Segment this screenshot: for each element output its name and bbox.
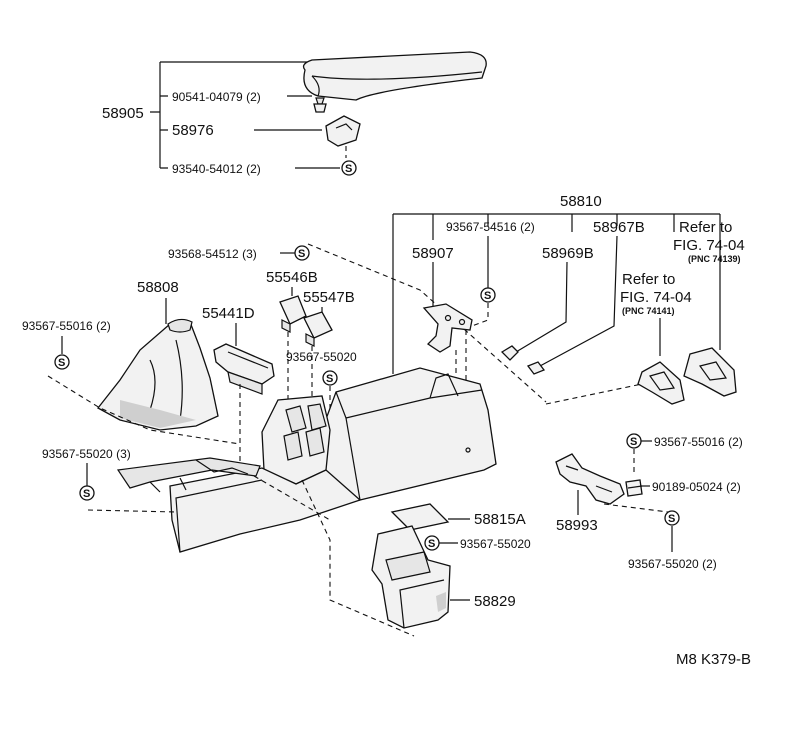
pad-58815a: [390, 503, 450, 531]
console-body-58810: [116, 367, 497, 553]
switch-55547b: [303, 311, 333, 347]
label-58907: 58907: [412, 245, 454, 262]
label-58810: 58810: [560, 193, 602, 210]
dashed-to-ref-panels: [545, 383, 643, 405]
screw-symbol-93567-55020-right-text: S: [668, 513, 675, 525]
label-screw-93567-55020-mid: 93567-55020: [286, 350, 357, 364]
leader-58967b: [539, 235, 618, 367]
diagram-code: M8 K379-B: [676, 651, 751, 668]
screw-symbol-93540: [341, 160, 357, 176]
label-58967b: 58967B: [593, 219, 645, 236]
screw-symbol-93567-55016-left-text: S: [58, 357, 65, 369]
label-58815a: 58815A: [474, 511, 526, 528]
label-58829: 58829: [474, 593, 516, 610]
label-58969b: 58969B: [542, 245, 594, 262]
dashed-screw-93568: [307, 243, 547, 403]
screw-symbol-93540-text: S: [345, 163, 352, 175]
label-58993: 58993: [556, 517, 598, 534]
switch-55546b: [279, 295, 307, 333]
clip-58969b: [500, 345, 519, 361]
label-58905: 58905: [102, 105, 144, 122]
leader-58969b: [515, 261, 568, 353]
bolt-90541: [313, 97, 327, 113]
label-screw-93567-55020-right: 93567-55020 (2): [628, 557, 717, 571]
screw-symbol-93567-55020-mid-text: S: [326, 373, 333, 385]
bracket-58907: [422, 303, 473, 353]
refer-1-pnc: (PNC 74139): [688, 254, 741, 264]
label-screw-93567-55020-lower: 93567-55020: [460, 537, 531, 551]
screw-symbol-93568: [294, 245, 310, 261]
label-bolt-90541: 90541-04079 (2): [172, 90, 261, 104]
screw-symbol-93567-55020-lower-text: S: [428, 538, 435, 550]
clip-58967b: [526, 361, 546, 375]
ashtray-55441d: [213, 343, 275, 395]
label-screw-93567-55016-right: 93567-55016 (2): [654, 435, 743, 449]
dashed-58993: [603, 503, 669, 513]
label-hinge-58976: 58976: [172, 122, 214, 139]
screw-symbol-93567-55016-right-text: S: [630, 436, 637, 448]
screw-symbol-93568-text: S: [298, 248, 305, 260]
bracket-58993: [555, 453, 625, 505]
dashed-body-lower: [301, 479, 415, 637]
hinge-58976: [325, 115, 361, 158]
screw-symbol-93567-54516-text: S: [484, 290, 491, 302]
dashed-screw-93567-55016-left: [47, 375, 241, 445]
label-screw-93567-55020-left: 93567-55020 (3): [42, 447, 131, 461]
label-screw-93567-55016-left: 93567-55016 (2): [22, 319, 111, 333]
screw-symbol-93567-54516: [480, 287, 496, 303]
label-screw-93567-54516: 93567-54516 (2): [446, 220, 535, 234]
screw-symbol-93567-55020-mid: [322, 370, 338, 386]
panel-ref-74141: [637, 361, 685, 405]
label-55547b: 55547B: [303, 289, 355, 306]
label-58808: 58808: [137, 279, 179, 296]
label-screw-93540: 93540-54012 (2): [172, 162, 261, 176]
storage-box-58829: [371, 525, 451, 629]
refer-1-line2: FIG. 74-04: [673, 237, 745, 254]
dashed-screw-93567-54516: [471, 303, 489, 327]
dashed-body-mid: [253, 475, 331, 521]
label-55441d: 55441D: [202, 305, 255, 322]
refer-2-pnc: (PNC 74141): [622, 306, 675, 316]
label-screw-93568: 93568-54512 (3): [168, 247, 257, 261]
nut-90189: [625, 479, 643, 497]
label-55546b: 55546B: [266, 269, 318, 286]
dashed-screw-93567-55020-left: [87, 509, 177, 513]
label-nut-90189: 90189-05024 (2): [652, 480, 741, 494]
screw-symbol-93567-55020-left-text: S: [83, 488, 90, 500]
bracket-58905: [150, 62, 168, 169]
armrest-lid: [302, 51, 487, 101]
refer-2-line2: FIG. 74-04: [620, 289, 692, 306]
shift-boot-58808: [97, 318, 219, 431]
screw-symbol-93567-55020-right: [664, 510, 680, 526]
screw-symbol-93567-55016-left: [54, 354, 70, 370]
refer-2-line1: Refer to: [622, 271, 675, 288]
panel-ref-74139: [683, 347, 737, 397]
refer-1-line1: Refer to: [679, 219, 732, 236]
screw-symbol-93567-55020-left: [79, 485, 95, 501]
